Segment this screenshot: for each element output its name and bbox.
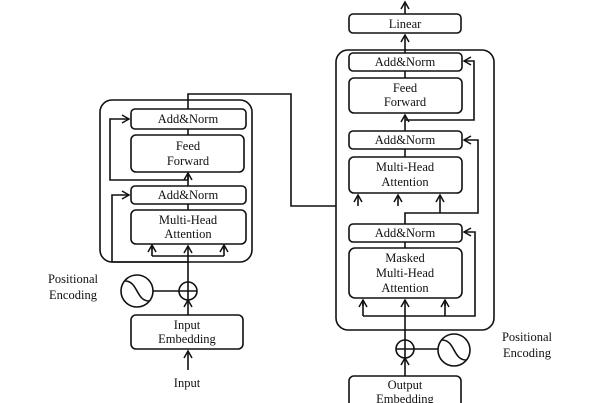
dec-attention xyxy=(348,156,463,194)
enc-pe-label-1: Positional xyxy=(48,272,99,286)
dec-masked-label-1: Masked xyxy=(385,251,425,265)
enc-add-norm-top-label: Add&Norm xyxy=(158,112,219,126)
dec-pe-label-1: Positional xyxy=(502,330,553,344)
enc-add-norm-top xyxy=(130,108,247,130)
enc-feed-forward xyxy=(130,134,245,173)
dec-masked-label-3: Attention xyxy=(381,281,429,295)
dec-add-norm-bottom-label: Add&Norm xyxy=(375,226,436,240)
enc-ff-label-2: Forward xyxy=(167,154,210,168)
input-embedding-label-2: Embedding xyxy=(158,332,216,346)
dec-add-norm-mid-label: Add&Norm xyxy=(375,133,436,147)
output-embedding xyxy=(348,375,462,403)
input-embedding xyxy=(130,314,244,350)
dec-masked-label-2: Multi-Head xyxy=(376,266,435,280)
enc-residual-2 xyxy=(109,114,188,181)
dec-add-norm-top xyxy=(348,52,463,72)
enc-pe-label-2: Encoding xyxy=(49,288,98,302)
enc-add-norm-bottom xyxy=(130,185,247,205)
linear-label: Linear xyxy=(389,17,422,31)
dec-pe-label-2: Encoding xyxy=(503,346,552,360)
dec-ff-label-1: Feed xyxy=(393,81,418,95)
enc-attn-label-2: Attention xyxy=(164,227,212,241)
input-embedding-label-1: Input xyxy=(174,318,201,332)
dec-residual-1 xyxy=(445,227,476,317)
dec-residual-3 xyxy=(405,56,475,121)
output-embedding-label-1: Output xyxy=(388,378,423,392)
dec-add-norm-top-label: Add&Norm xyxy=(375,55,436,69)
linear-layer xyxy=(348,13,462,34)
dec-add-norm-mid xyxy=(348,130,463,150)
dec-residual-2 xyxy=(404,135,479,224)
dec-attn-label-1: Multi-Head xyxy=(376,160,435,174)
dec-add-norm-bottom xyxy=(348,223,463,243)
enc-ff-label-1: Feed xyxy=(176,139,201,153)
encoder-block: Add&Norm Feed Forward Add&Norm Multi-Hea… xyxy=(48,93,440,390)
decoder-block: Linear Add&Norm Feed Forward Add&Norm Mu… xyxy=(335,0,553,403)
dec-attn-label-2: Attention xyxy=(381,175,429,189)
enc-attention xyxy=(130,209,247,245)
input-label: Input xyxy=(174,376,201,390)
enc-residual-1 xyxy=(111,190,188,263)
output-embedding-label-2: Embedding xyxy=(376,392,434,403)
dec-masked-attention xyxy=(348,247,463,299)
dec-feed-forward xyxy=(348,77,463,114)
enc-attn-label-1: Multi-Head xyxy=(159,213,218,227)
dec-ff-label-2: Forward xyxy=(384,95,427,109)
enc-add-norm-bottom-label: Add&Norm xyxy=(158,188,219,202)
